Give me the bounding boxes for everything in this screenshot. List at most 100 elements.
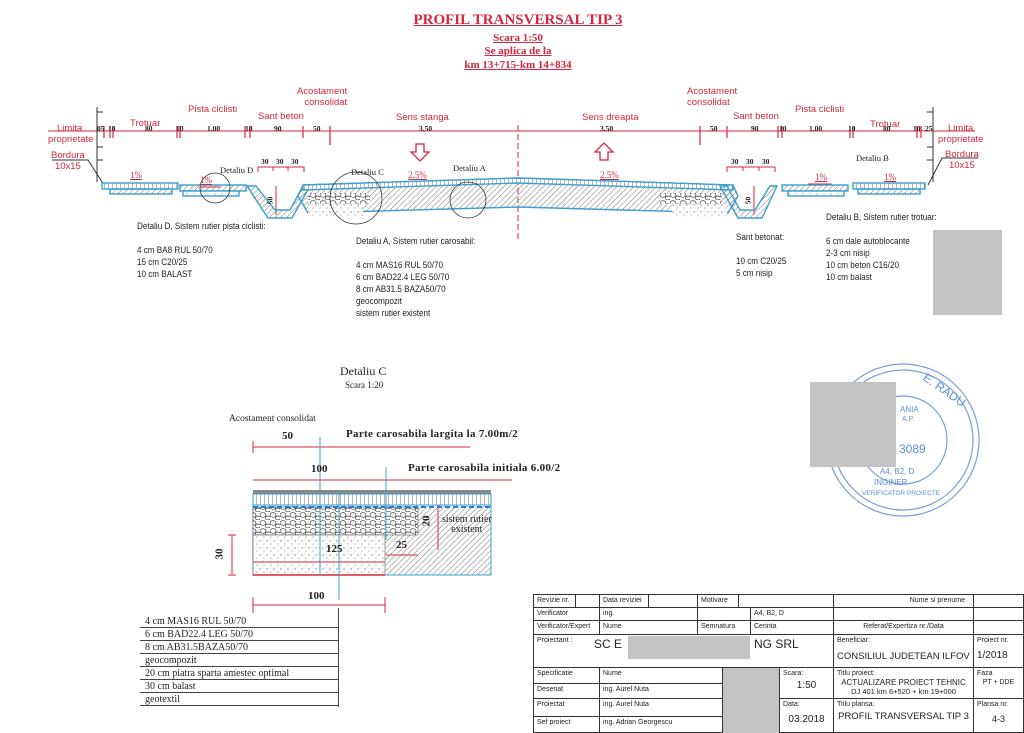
slope-label: 1% <box>200 175 212 185</box>
zone-bike-left: Pista ciclisti <box>188 104 238 115</box>
dim-125: 125 <box>326 543 343 555</box>
zone-ditch-right: Sant beton <box>733 111 779 122</box>
legend-row: geocompozit <box>140 654 338 667</box>
designer-label: Proiectant : <box>537 637 573 644</box>
project-title: ACTUALIZARE PROIECT TEHNIC <box>841 678 966 687</box>
revision-date-value <box>648 594 698 608</box>
project-subtitle: DJ 401 km 6+520 + km 19+000 <box>851 687 956 696</box>
dim-50: 50 <box>282 430 293 442</box>
dim: 10 <box>108 124 116 133</box>
name-column-label: Nume <box>599 620 698 635</box>
dim: 80 <box>883 124 891 133</box>
beneficiary-value: CONSILIUL JUDETEAN ILFOV <box>837 651 970 662</box>
dim: 3.50 <box>419 124 433 133</box>
designed-label: Proiectat <box>533 698 600 717</box>
dim: 30 <box>291 157 299 166</box>
designer-suffix: NG SRL <box>754 637 799 651</box>
dim: 10 <box>848 124 856 133</box>
name-label: Nume <box>599 667 723 684</box>
sheet-no-value: 4-3 <box>991 714 1005 724</box>
dim: 30 <box>746 157 754 166</box>
zone-lane-left: Sens stanga <box>396 112 449 123</box>
dim-100-top: 100 <box>311 463 328 475</box>
note-detail-a: Detaliu A, Sistem rutier carosabil: 4 cm… <box>356 236 476 318</box>
drawing-scale: Scara 1:50 <box>493 32 543 44</box>
project-no-value: 1/2018 <box>977 650 1008 661</box>
detail-a-tag: Detaliu A <box>453 163 486 173</box>
dim: 30 <box>762 157 770 166</box>
phase-label: Faza <box>977 670 993 677</box>
stamp-country: ANIA <box>900 405 919 414</box>
empty-cell <box>973 594 1024 608</box>
sheet-title: PROFIL TRANSVERSAL TIP 3 <box>838 711 969 722</box>
beneficiary-label: Beneficiar: <box>837 637 871 644</box>
designer-prefix: SC E <box>594 637 623 651</box>
ditch-depth: 50 <box>265 196 275 205</box>
legend-row: 20 cm piatra sparta amestec optimal <box>140 667 338 680</box>
km-range: km 13+715-km 14+834 <box>464 59 572 71</box>
reason-value <box>738 594 834 608</box>
dim-30: 30 <box>213 548 226 560</box>
legend-divider <box>338 608 339 707</box>
revision-date-label: Data reviziei <box>599 594 649 608</box>
dim: 1.00 <box>809 124 823 133</box>
initial-label: Parte carosabila initiala 6.00/2 <box>408 462 561 474</box>
dim: 50 <box>313 124 321 133</box>
dim: 90 <box>751 124 759 133</box>
full-name-label: Nume si prenume <box>833 594 974 608</box>
beneficiary-cell: Beneficiar: CONSILIUL JUDETEAN ILFOV <box>833 634 974 668</box>
detail-c-tag: Detaliu C <box>351 167 384 177</box>
dimension-line <box>48 125 975 240</box>
detail-d-tag: Detaliu D <box>220 165 254 175</box>
dim: 1.00 <box>207 124 221 133</box>
report-column-label: Referat/Expertiza nr./Data <box>833 620 974 635</box>
verifier-requirement: A4, B2, D <box>750 607 834 621</box>
note-detail-d: Detaliu D, Sistem rutier pista ciclisti:… <box>137 221 266 279</box>
stamp-role: INGINER <box>874 478 908 487</box>
requirement-column-label: Cerinta <box>750 620 834 635</box>
project-no-cell: Proiect nr. 1/2018 <box>973 634 1024 668</box>
redaction-box <box>628 636 750 659</box>
empty-cell <box>973 620 1024 635</box>
arrow-up-icon <box>593 142 615 161</box>
zone-bike-right: Pista ciclisti <box>795 104 845 115</box>
dim: 10 <box>913 124 921 133</box>
property-limit-lines <box>52 107 978 186</box>
dim: 25 <box>925 124 933 133</box>
legend-row: 6 cm BAD22.4 LEG 50/70 <box>140 628 338 641</box>
road-section <box>101 177 926 219</box>
dim-25: 25 <box>396 539 407 551</box>
project-no-label: Proiect nr. <box>977 637 1009 644</box>
dim: 10 <box>245 124 253 133</box>
phase-cell: Faza PT + DDE <box>973 667 1024 699</box>
empty-cell <box>973 607 1024 621</box>
dim: 80 <box>145 124 153 133</box>
detail-c-title: Detaliu C <box>340 364 387 378</box>
detail-c-scale: Scara 1:20 <box>345 380 384 390</box>
verifier-label: Verificator <box>533 607 600 621</box>
stamp-number: 3089 <box>899 442 926 456</box>
zone-ditch-left: Sant beton <box>258 111 304 122</box>
sheet-no-label: Plansa nr. <box>977 701 1009 708</box>
legend-row: 8 cm AB31.5BAZA50/70 <box>140 641 338 654</box>
stamp-role2: VERIFICATOR PROIECTE <box>862 490 941 497</box>
project-title-cell: Titlu proiect: ACTUALIZARE PROIECT TEHNI… <box>833 667 974 699</box>
signature-column-label: Semnatura <box>697 620 751 635</box>
drawing-title: PROFIL TRANSVERSAL TIP 3 <box>413 12 623 28</box>
dim-20: 20 <box>420 515 433 527</box>
dim: 10 <box>176 124 184 133</box>
scale-value: 1:50 <box>796 680 817 691</box>
dim: 10 <box>779 124 787 133</box>
zone-sidewalk-right: Trotuar <box>870 119 901 130</box>
note-detail-b: Detaliu B, Sistem rutier trotuar: 6 cm d… <box>826 212 937 282</box>
dim: 3.50 <box>600 124 614 133</box>
verifier-expert-label: Verificator/Expert <box>533 620 600 635</box>
scale-cell: Scara: 1:50 <box>779 667 834 699</box>
phase-value: PT + DDE <box>982 679 1015 686</box>
verifier-name: ing. <box>599 607 698 621</box>
